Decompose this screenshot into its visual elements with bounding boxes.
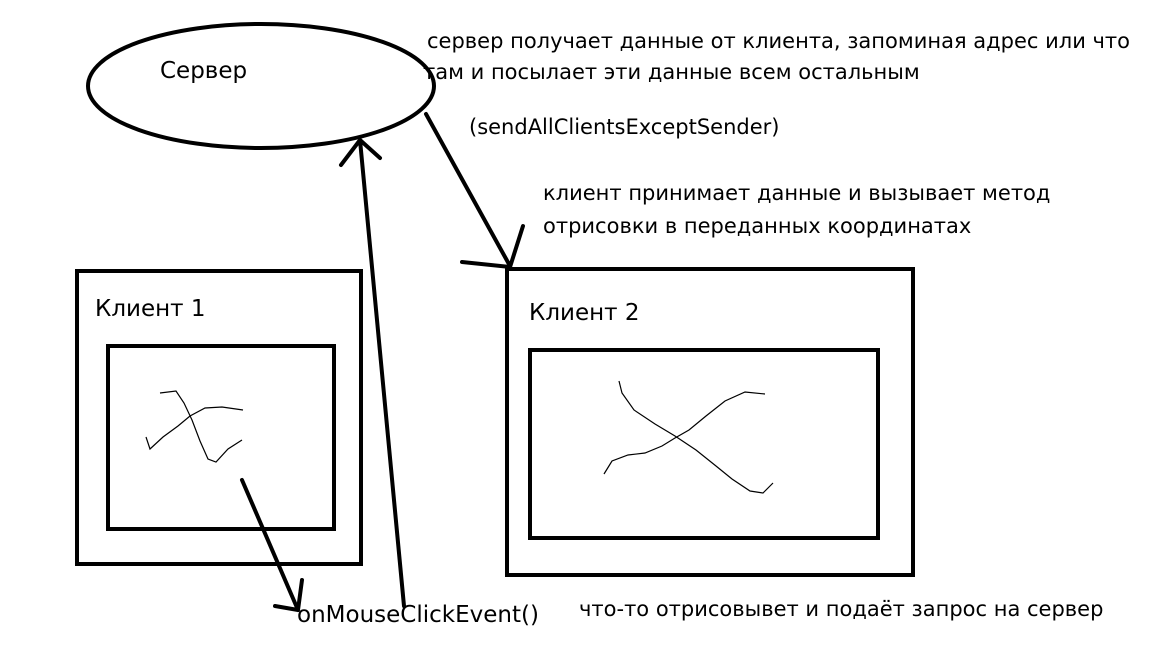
server-note-line2: там и посылает эти данные всем остальным (423, 60, 920, 84)
server-label: Сервер (160, 58, 248, 84)
client-note-line1: клиент принимает данные и вызывает метод (543, 181, 1051, 205)
client-note-line2: отрисовки в переданных координатах (543, 214, 972, 238)
client1-label: Клиент 1 (95, 296, 206, 322)
method-note: (sendAllClientsExceptSender) (469, 115, 780, 139)
client1-scribble-b (159, 390, 243, 463)
arrow-server-to-client2 (424, 112, 525, 269)
event-label: onMouseClickEvent() (297, 602, 539, 628)
client2-scribble-a (603, 391, 766, 475)
arrow-click-to-event (240, 478, 304, 612)
arrow-event-to-server (339, 138, 406, 608)
client2-canvas (528, 348, 880, 540)
request-note: что-то отрисовывет и подаёт запрос на се… (579, 597, 1104, 621)
client1-window (75, 269, 363, 566)
client2-scribble-b (618, 380, 774, 494)
client1-scribble-a (145, 406, 244, 451)
client1-canvas (106, 344, 336, 531)
server-ellipse (86, 22, 436, 150)
server-note-line1: сервер получает данные от клиента, запом… (427, 29, 1131, 53)
client2-label: Клиент 2 (529, 300, 640, 326)
client2-window (505, 267, 915, 577)
